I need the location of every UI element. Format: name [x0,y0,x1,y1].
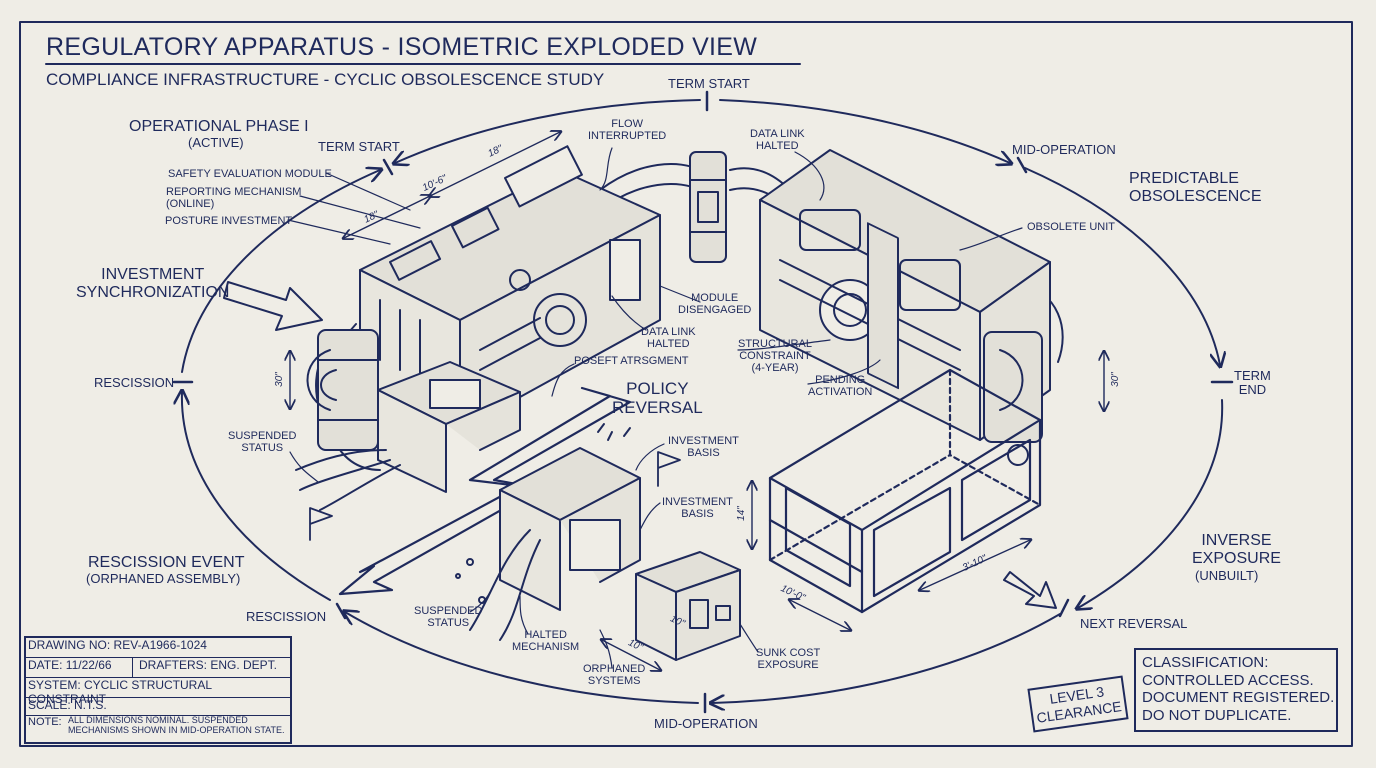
cycle-label-next-reversal: NEXT REVERSAL [1080,616,1188,631]
cycle-label-mid-operation-top: MID-OPERATION [1012,142,1116,157]
callout-reporting: REPORTING MECHANISM (ONLINE) [166,186,302,211]
dimension-lines [290,132,1104,670]
tb-note-label: NOTE: [28,716,62,728]
callout-sunk-cost: SUNK COST EXPOSURE [756,647,821,672]
phase-inverse-exposure: INVERSE EXPOSURE [1192,532,1281,567]
coupling-unit [689,151,727,263]
phase-rescission-event: RESCISSION EVENT [88,554,245,571]
drawing-subtitle: COMPLIANCE INFRASTRUCTURE - CYCLIC OBSOL… [46,70,605,89]
drawing-title: REGULATORY APPARATUS - ISOMETRIC EXPLODE… [46,33,758,61]
dim-6: 14" [735,506,747,521]
callout-flow-interrupted: FLOW INTERRUPTED [588,118,667,143]
sheet-border [19,21,1353,747]
phase-operational: OPERATIONAL PHASE I [129,118,309,135]
callout-investment-basis-2: INVESTMENT BASIS [662,496,733,521]
callout-suspended-bottom: SUSPENDED STATUS [414,605,483,630]
sunk-cost-box [635,551,741,661]
callout-suspended-left: SUSPENDED STATUS [228,430,297,455]
cycle-label-term-start-top: TERM START [668,76,750,91]
phase-predictable-obsolescence: PREDICTABLE OBSOLESCENCE [1129,170,1262,205]
callout-poseft: POSEFT ATRSGMENT [574,355,689,367]
callout-posture: POSTURE INVESTMENT [165,215,293,227]
phase-rescission-event-sub: (ORPHANED ASSEMBLY) [86,571,241,586]
callout-data-link-mid: DATA LINK HALTED [641,326,696,351]
flag-center [657,451,681,487]
right-manifold [983,331,1043,466]
cycle-label-term-end: TERM END [1234,368,1271,398]
tb-system: SYSTEM: CYCLIC STRUCTURAL CONSTRAINT [24,678,292,706]
callout-pending-activation: PENDING ACTIVATION [808,374,873,399]
tb-note: ALL DIMENSIONS NOMINAL. SUSPENDED MECHAN… [68,715,285,735]
sync-arrow [223,281,323,331]
tb-date-row: DATE: 11/22/66 DRAFTERS: ENG. DEPT. [24,658,292,678]
cycle-ellipse [182,99,1222,703]
phase-policy-reversal: POLICY REVERSAL [612,379,703,417]
callout-module-disengaged: MODULE DISENGAGED [678,292,752,317]
exposure-arrow [1003,571,1057,609]
callout-safety: SAFETY EVALUATION MODULE [168,168,332,180]
callout-structural-constraint: STRUCTURAL CONSTRAINT (4-YEAR) [738,338,812,375]
dim-4: 30" [273,372,285,387]
suspended-module [295,361,521,511]
tb-scale: SCALE: N.T.S. [24,698,292,716]
cycle-label-rescission-bottom: RESCISSION [246,609,327,624]
callout-orphaned-systems: ORPHANED SYSTEMS [583,663,646,688]
callout-investment-basis-1: INVESTMENT BASIS [668,435,739,460]
callout-data-link-top: DATA LINK HALTED [750,128,805,153]
cycle-label-mid-operation-bottom: MID-OPERATION [654,716,758,731]
cycle-ticks [172,90,1234,714]
leader-lines [287,147,1023,669]
dim-5: 30" [1109,372,1121,387]
phase-investment-sync: INVESTMENT SYNCHRONIZATION [76,266,230,301]
title-block [24,636,292,744]
orphaned-assembly [455,423,641,641]
reversal-bolt [338,386,632,596]
callout-halted-mechanism: HALTED MECHANISM [512,629,580,654]
flag-left [309,507,333,541]
cycle-label-rescission-left: RESCISSION [94,375,175,390]
callout-obsolete-unit: OBSOLETE UNIT [1027,221,1116,233]
phase-inverse-exposure-sub: (UNBUILT) [1195,568,1259,583]
tb-drawing-no: DRAWING NO: REV-A1966-1024 [24,638,292,658]
cycle-label-term-start-left: TERM START [318,139,400,154]
phase-operational-sub: (ACTIVE) [188,135,244,150]
tb-date: DATE: 11/22/66 [28,658,112,672]
classification-box: CLASSIFICATION: CONTROLLED ACCESS. DOCUM… [1134,648,1338,732]
tb-drafters: DRAFTERS: ENG. DEPT. [132,658,277,678]
left-manifold [306,329,379,451]
